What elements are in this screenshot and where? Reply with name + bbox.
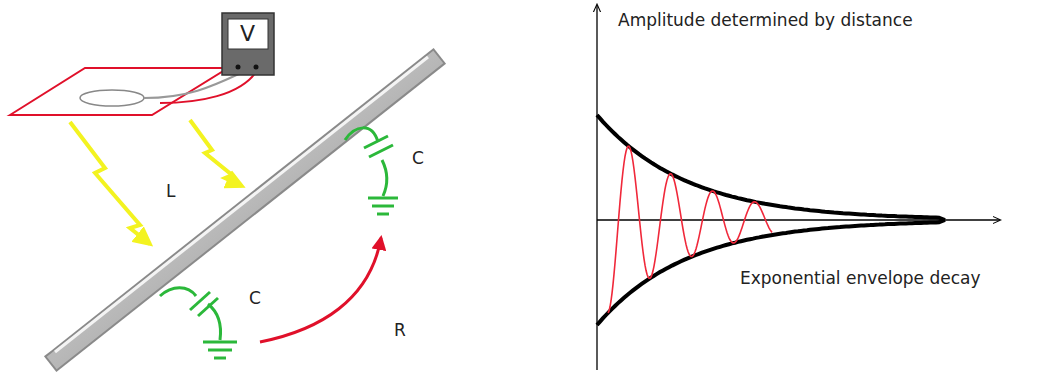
envelope-curve [597, 115, 945, 220]
capacitance-label: C [249, 290, 261, 307]
capacitor-symbol [160, 288, 237, 358]
voltmeter [222, 13, 274, 75]
axis-label: Amplitude determined by distance [618, 12, 913, 29]
inductance-label: L [166, 183, 175, 200]
axis-label: Exponential envelope decay [740, 270, 981, 287]
capacitance-label: C [412, 150, 424, 167]
meter-symbol: V [240, 23, 255, 45]
damped-oscillation [608, 146, 772, 313]
capacitor-symbol [345, 128, 398, 214]
resistance-label: R [394, 322, 406, 339]
current-path [260, 238, 381, 342]
chart-axes [597, 5, 1000, 370]
sensor-plate [10, 68, 256, 115]
field-arrows [70, 120, 242, 244]
metal-rod [55, 57, 432, 358]
